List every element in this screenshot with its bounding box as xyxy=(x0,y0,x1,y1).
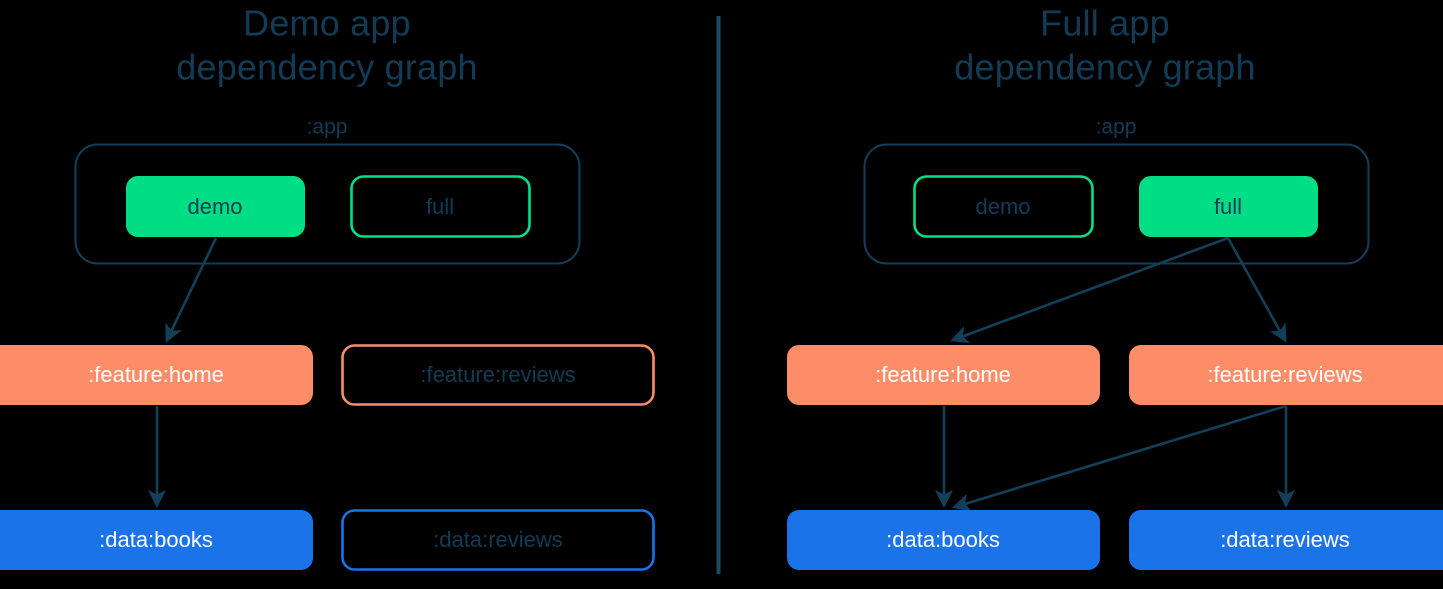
node-demo-full[interactable]: full xyxy=(350,175,531,238)
node-demo-data-reviews[interactable]: :data:reviews xyxy=(341,509,655,571)
node-demo-feature-reviews[interactable]: :feature:reviews xyxy=(341,344,655,406)
node-full-full-label: full xyxy=(1214,194,1242,219)
node-demo-feature-reviews-label: :feature:reviews xyxy=(420,362,575,387)
panel-demo-group-box xyxy=(74,143,581,265)
node-demo-data-books[interactable]: :data:books xyxy=(0,510,313,570)
edge-full-to-feature-home xyxy=(950,236,1229,344)
panel-full-group-label: :app xyxy=(1096,116,1137,139)
node-demo-data-reviews-label: :data:reviews xyxy=(433,527,563,552)
node-demo-demo[interactable]: demo xyxy=(126,176,305,237)
node-demo-data-books-label: :data:books xyxy=(99,527,213,552)
panel-demo-edges xyxy=(147,237,218,509)
panel-full-title-line1: Full app xyxy=(1040,3,1170,44)
edge-full-to-feature-reviews xyxy=(1226,237,1287,343)
panel-full-edges xyxy=(934,236,1296,512)
panel-full-title-line2: dependency graph xyxy=(954,47,1255,88)
node-demo-full-label: full xyxy=(426,194,454,219)
panel-demo-title-line2: dependency graph xyxy=(176,47,477,88)
node-full-feature-reviews[interactable]: :feature:reviews xyxy=(1129,345,1443,405)
node-full-data-books[interactable]: :data:books xyxy=(787,510,1100,570)
node-full-full[interactable]: full xyxy=(1139,176,1318,237)
node-full-demo-label: demo xyxy=(975,194,1030,219)
node-full-feature-reviews-label: :feature:reviews xyxy=(1207,362,1362,387)
edge-feature-reviews-to-data-books xyxy=(952,404,1287,512)
panel-full-group-box xyxy=(863,143,1370,265)
node-full-data-reviews-label: :data:reviews xyxy=(1220,527,1350,552)
node-full-demo[interactable]: demo xyxy=(913,175,1094,238)
node-full-data-books-label: :data:books xyxy=(886,527,1000,552)
node-demo-demo-label: demo xyxy=(187,194,242,219)
node-full-data-reviews[interactable]: :data:reviews xyxy=(1129,510,1443,570)
panel-full: Full app dependency graph :app demo full xyxy=(787,3,1443,570)
panel-demo-title-line1: Demo app xyxy=(243,3,411,44)
node-demo-feature-home-label: :feature:home xyxy=(88,362,224,387)
edge-demo-to-feature-home xyxy=(165,237,218,343)
panel-demo: Demo app dependency graph :app demo full… xyxy=(0,3,655,571)
panel-demo-group-label: :app xyxy=(307,116,348,139)
node-full-feature-home-label: :feature:home xyxy=(875,362,1011,387)
node-demo-feature-home[interactable]: :feature:home xyxy=(0,345,313,405)
node-full-feature-home[interactable]: :feature:home xyxy=(787,345,1100,405)
